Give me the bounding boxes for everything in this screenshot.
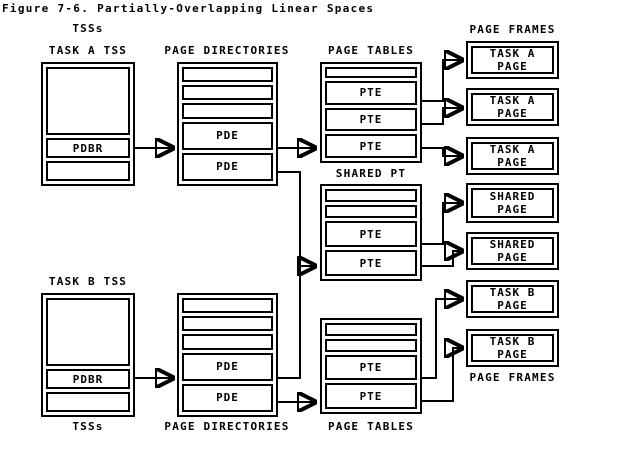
label-page-frames-top: PAGE FRAMES <box>469 23 556 36</box>
shared-page-table-box: PTE PTE <box>320 184 422 281</box>
shared-pt-pte-2: PTE <box>325 250 417 276</box>
arrow-pte-a2-to-frame-2 <box>422 108 464 125</box>
task-a-page-frame-2-inner: TASK A PAGE <box>471 93 554 121</box>
arrow-pte-b2-to-frame-7 <box>422 348 464 402</box>
label-page-tables-top: PAGE TABLES <box>327 44 415 57</box>
pt-b-row-1 <box>325 323 417 336</box>
arrow-pte-a1-to-frame-1 <box>422 60 464 102</box>
pt-b-pte-2: PTE <box>325 383 417 409</box>
pd-b-row-3 <box>182 334 273 350</box>
shared-page-frame-1-inner: SHARED PAGE <box>471 188 554 218</box>
task-a-page-frame-1-inner: TASK A PAGE <box>471 46 554 74</box>
pd-b-row-1 <box>182 298 273 314</box>
task-a-tss-empty-region <box>46 67 130 135</box>
pd-b-row-2 <box>182 316 273 332</box>
task-b-tss-empty-region <box>46 298 130 366</box>
pt-b-pte-1: PTE <box>325 354 417 381</box>
label-page-directories-top: PAGE DIRECTORIES <box>164 44 290 57</box>
task-b-page-frame-2: TASK B PAGE <box>466 329 559 367</box>
task-b-tss-box: PDBR <box>41 293 135 417</box>
task-b-page-frame-2-inner: TASK B PAGE <box>471 334 554 362</box>
task-a-page-frame-3-inner: TASK A PAGE <box>471 142 554 170</box>
page-table-b-box: PTE PTE <box>320 318 422 414</box>
label-page-tables-bottom: PAGE TABLES <box>327 420 415 433</box>
task-b-pdbr-row: PDBR <box>46 369 130 389</box>
task-a-page-frame-3: TASK A PAGE <box>466 137 559 175</box>
label-shared-pt: SHARED PT <box>335 167 407 180</box>
pd-a-pde-2: PDE <box>182 152 273 182</box>
pd-b-pde-1: PDE <box>182 352 273 381</box>
label-task-b-tss: TASK B TSS <box>48 275 128 288</box>
shared-pt-pte-1: PTE <box>325 221 417 247</box>
pd-a-row-3 <box>182 103 273 119</box>
arrow-shared-pte-1-to-frame-4 <box>422 203 464 245</box>
task-a-tss-box: PDBR <box>41 62 135 186</box>
arrow-pte-a3-to-frame-3 <box>422 148 464 156</box>
shared-pt-row-1 <box>325 189 417 202</box>
page-directory-a-box: PDE PDE <box>177 62 278 186</box>
shared-page-frame-1: SHARED PAGE <box>466 183 559 223</box>
task-b-page-frame-1: TASK B PAGE <box>466 280 559 318</box>
label-tsss-bottom: TSSs <box>72 420 104 433</box>
task-b-page-frame-1-inner: TASK B PAGE <box>471 285 554 313</box>
trunk-shared-pt-link <box>278 171 301 379</box>
pt-b-row-2 <box>325 338 417 352</box>
shared-pt-row-2 <box>325 205 417 218</box>
pt-a-pte-2: PTE <box>325 107 417 132</box>
task-a-page-frame-2: TASK A PAGE <box>466 88 559 126</box>
label-tsss-top: TSSs <box>72 22 104 35</box>
pd-a-row-1 <box>182 67 273 83</box>
shared-page-frame-2-inner: SHARED PAGE <box>471 237 554 265</box>
arrow-pte-b1-to-frame-6 <box>422 299 464 379</box>
page-table-a-box: PTE PTE PTE <box>320 62 422 163</box>
pt-a-row-1 <box>325 67 417 78</box>
pd-b-pde-2: PDE <box>182 383 273 413</box>
arrow-shared-pte-2-to-frame-5 <box>422 251 464 267</box>
task-a-page-frame-1: TASK A PAGE <box>466 41 559 79</box>
label-task-a-tss: TASK A TSS <box>48 44 128 57</box>
figure-title: Figure 7-6. Partially-Overlapping Linear… <box>2 2 375 15</box>
shared-page-frame-2: SHARED PAGE <box>466 232 559 270</box>
page-directory-b-box: PDE PDE <box>177 293 278 417</box>
pt-a-pte-1: PTE <box>325 80 417 105</box>
task-a-tss-empty-row <box>46 161 130 181</box>
task-b-tss-empty-row <box>46 392 130 412</box>
task-a-pdbr-row: PDBR <box>46 138 130 158</box>
label-page-directories-bottom: PAGE DIRECTORIES <box>164 420 290 433</box>
pd-a-pde-1: PDE <box>182 121 273 150</box>
pd-a-row-2 <box>182 85 273 101</box>
pt-a-pte-3: PTE <box>325 134 417 158</box>
label-page-frames-bottom: PAGE FRAMES <box>469 371 556 384</box>
